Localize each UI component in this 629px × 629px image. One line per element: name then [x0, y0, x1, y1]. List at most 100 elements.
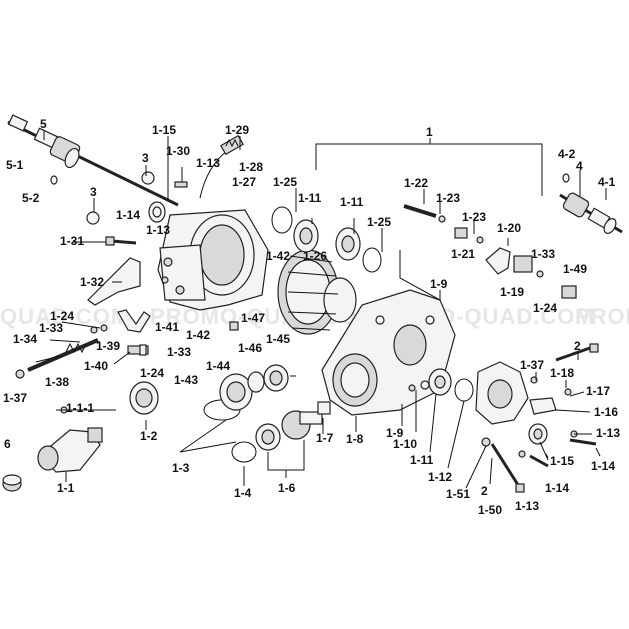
callout-2: 2	[481, 484, 488, 498]
callout-1-33: 1-33	[39, 321, 63, 335]
callout-1-11: 1-11	[298, 191, 322, 205]
shift-fork	[117, 309, 151, 333]
ring-gear	[277, 249, 357, 335]
callout-1-4: 1-4	[234, 486, 252, 500]
callout-1-23: 1-23	[436, 191, 460, 205]
callout-1-15: 1-15	[550, 454, 574, 468]
callout-1-30: 1-30	[166, 144, 190, 158]
circlip	[50, 175, 58, 185]
callout-5-1: 5-1	[6, 158, 24, 172]
callout-1-9: 1-9	[430, 277, 448, 291]
watermark-text: PROMO	[575, 304, 629, 329]
nut	[141, 171, 155, 185]
snap-ring	[231, 441, 257, 463]
circlip	[562, 173, 570, 183]
callout-1-42: 1-42	[266, 249, 290, 263]
callout-1-25: 1-25	[273, 175, 297, 189]
callout-1-3: 1-3	[172, 461, 190, 475]
shift-shaft	[15, 338, 99, 379]
callout-4-1: 4-1	[598, 175, 616, 189]
pin	[408, 384, 416, 392]
callout-1-21: 1-21	[451, 247, 475, 261]
callout-1-8: 1-8	[346, 432, 364, 446]
callout-1-37: 1-37	[520, 358, 544, 372]
callout-1-13: 1-13	[146, 223, 170, 237]
bolt	[569, 438, 597, 446]
callout-4-2: 4-2	[558, 147, 576, 161]
cable-spring	[199, 134, 244, 199]
callout-1-19: 1-19	[500, 285, 524, 299]
washer	[518, 450, 526, 458]
callout-1-25: 1-25	[367, 215, 391, 229]
callout-1-46: 1-46	[238, 341, 262, 355]
bolt	[490, 443, 525, 493]
callout-1-17: 1-17	[586, 384, 610, 398]
left-drive-shaft	[7, 114, 179, 207]
callout-1-10: 1-10	[393, 437, 417, 451]
nut	[564, 388, 572, 396]
callout-1-34: 1-34	[13, 332, 37, 346]
callout-5: 5	[40, 117, 47, 131]
callout-1-13: 1-13	[515, 499, 539, 513]
callout-1-15: 1-15	[152, 123, 176, 137]
callout-1-32: 1-32	[80, 275, 104, 289]
pinion-gear	[281, 410, 323, 440]
callout-1-28: 1-28	[239, 160, 263, 174]
callout-1-49: 1-49	[563, 262, 587, 276]
part-drawings	[2, 114, 623, 493]
callout-1-45: 1-45	[266, 332, 290, 346]
callout-1-9: 1-9	[386, 426, 404, 440]
cap	[2, 474, 22, 492]
callout-1-7: 1-7	[316, 431, 334, 445]
callout-1-50: 1-50	[478, 503, 502, 517]
callout-1-43: 1-43	[174, 373, 198, 387]
callout-1-1-1: 1-1-1	[66, 401, 94, 415]
shift-fork-right	[485, 247, 577, 299]
callout-1-39: 1-39	[96, 339, 120, 353]
bolt	[555, 343, 599, 362]
callout-labels: 1 5 5-1 5-2 3 3 1-15 1-30 1-13 1-29 1-28…	[3, 117, 620, 517]
callout-1-24: 1-24	[140, 366, 164, 380]
callout-1-44: 1-44	[206, 359, 230, 373]
washer	[481, 437, 491, 447]
callout-1-18: 1-18	[550, 366, 574, 380]
callout-1-41: 1-41	[155, 320, 179, 334]
callout-1-42: 1-42	[186, 328, 210, 342]
callout-1-14: 1-14	[591, 459, 615, 473]
callout-1-33: 1-33	[167, 345, 191, 359]
callout-1-37: 1-37	[3, 391, 27, 405]
washer	[247, 371, 265, 393]
callout-1-51: 1-51	[446, 487, 470, 501]
callout-4: 4	[576, 159, 583, 173]
callout-1-24: 1-24	[50, 309, 74, 323]
callout-1-47: 1-47	[241, 311, 265, 325]
nut	[86, 211, 100, 225]
callout-1-24: 1-24	[533, 301, 557, 315]
washer	[362, 247, 382, 273]
callout-1-16: 1-16	[594, 405, 618, 419]
pin	[174, 181, 188, 188]
callout-1-22: 1-22	[404, 176, 428, 190]
callout-1-23: 1-23	[462, 210, 486, 224]
callout-5-2: 5-2	[22, 191, 40, 205]
callout-1-38: 1-38	[45, 375, 69, 389]
callout-1-33: 1-33	[531, 247, 555, 261]
washer	[454, 378, 474, 402]
callout-1-2: 1-2	[140, 429, 158, 443]
callout-1-11: 1-11	[410, 453, 434, 467]
callout-1: 1	[426, 125, 433, 139]
callout-1-12: 1-12	[428, 470, 452, 484]
callout-6: 6	[4, 437, 11, 451]
breather	[229, 321, 239, 331]
shift-rod	[403, 204, 484, 244]
callout-1-40: 1-40	[84, 359, 108, 373]
detent-spring	[127, 344, 149, 356]
output-yoke	[37, 406, 103, 473]
nut	[317, 401, 331, 415]
washer	[271, 206, 293, 234]
bolt	[105, 236, 137, 246]
callout-1-26: 1-26	[303, 249, 327, 263]
callout-1-27: 1-27	[232, 175, 256, 189]
callout-1-29: 1-29	[225, 123, 249, 137]
